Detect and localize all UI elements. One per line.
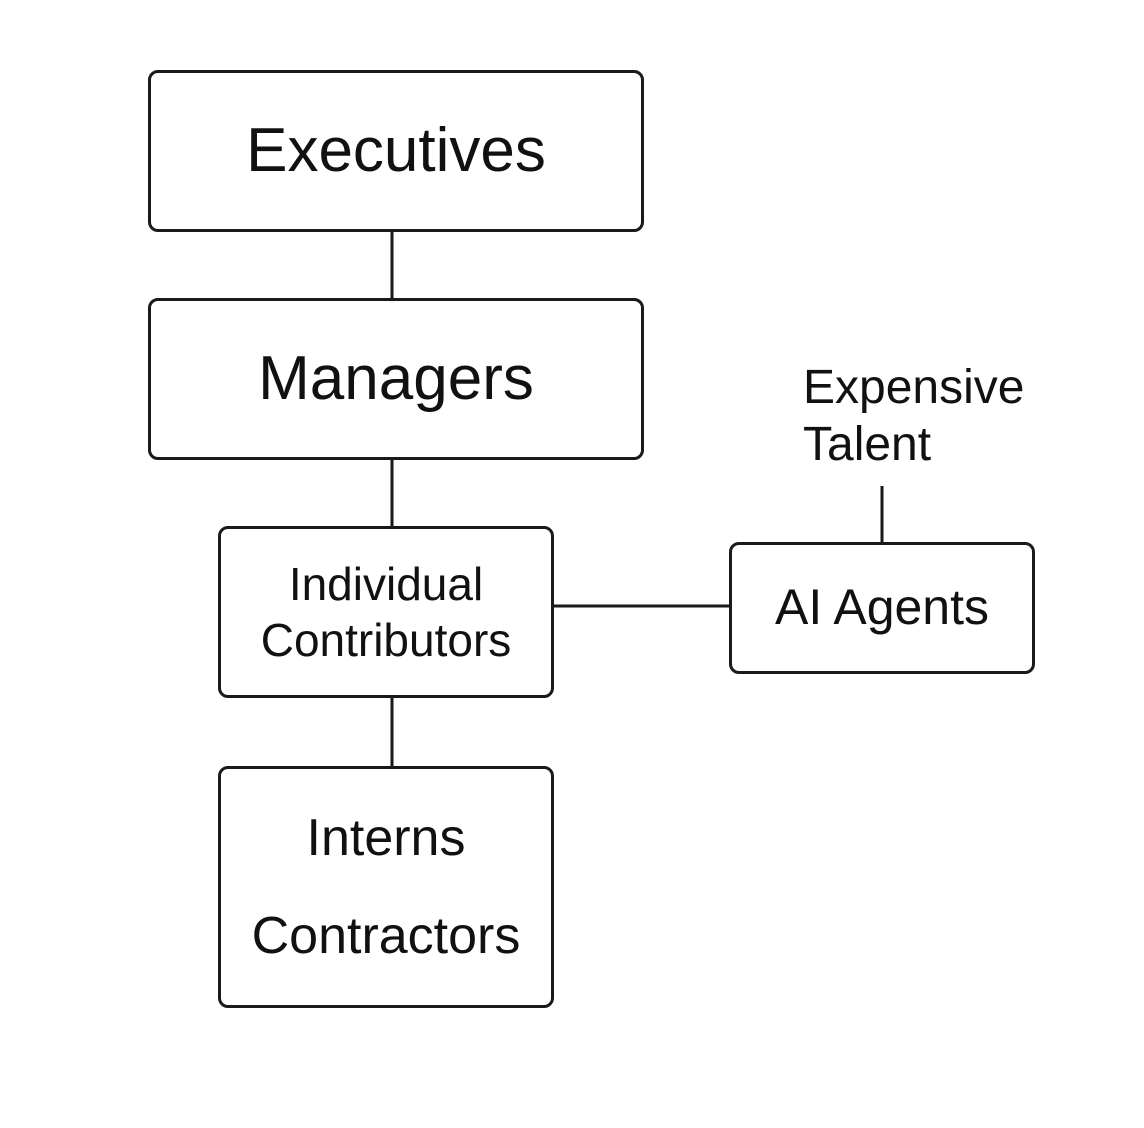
node-individual-contributors: Individual Contributors bbox=[218, 526, 554, 698]
node-individual-contributors-line-2: Contributors bbox=[260, 614, 512, 666]
node-ai-agents-label: AI Agents bbox=[774, 579, 990, 636]
node-managers: Managers bbox=[148, 298, 644, 460]
node-individual-contributors-line-1: Individual bbox=[288, 557, 484, 610]
annotation-expensive-talent: Expensive Talent bbox=[803, 360, 1024, 473]
annotation-line-1: Expensive bbox=[803, 361, 1025, 414]
node-contractors-label: Contractors bbox=[251, 907, 521, 965]
node-interns-contractors: Interns Contractors bbox=[218, 766, 554, 1008]
node-managers-label: Managers bbox=[258, 343, 534, 413]
node-executives: Executives bbox=[148, 70, 644, 232]
node-executives-label: Executives bbox=[246, 115, 546, 185]
node-ai-agents: AI Agents bbox=[729, 542, 1035, 674]
node-interns-label: Interns bbox=[306, 808, 466, 867]
annotation-line-2: Talent bbox=[803, 417, 932, 471]
